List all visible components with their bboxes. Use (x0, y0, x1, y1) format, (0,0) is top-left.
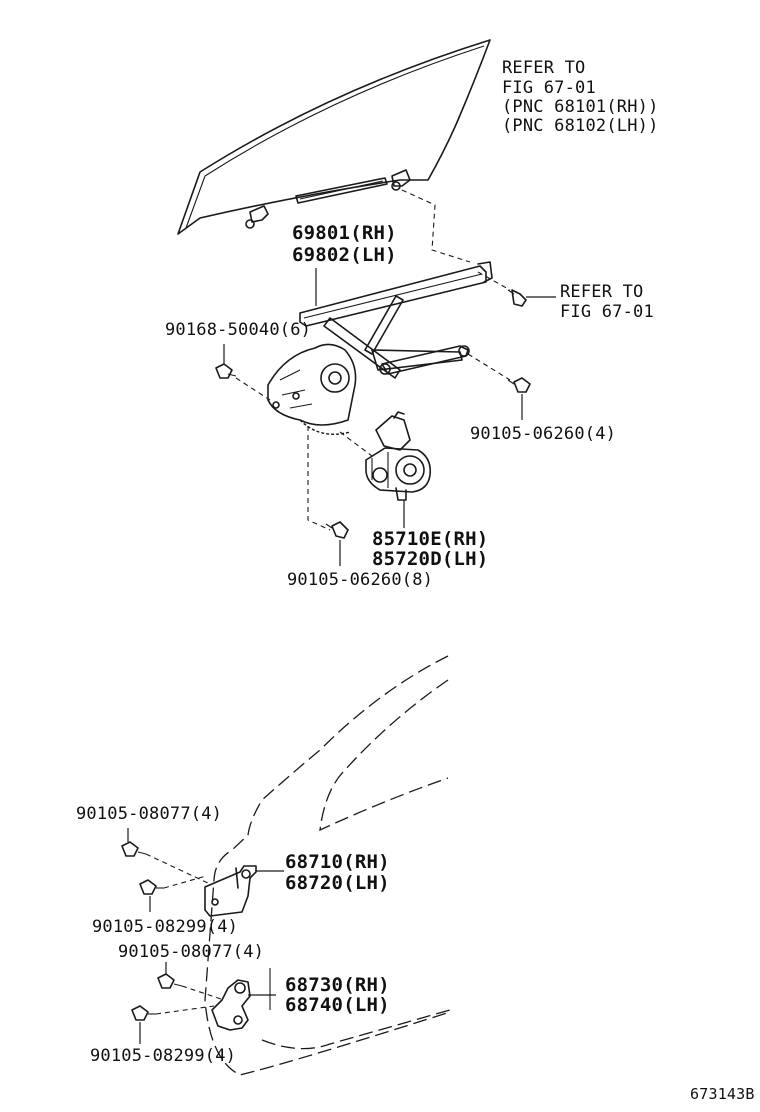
upper-hinge (204, 865, 257, 917)
bolt-08077-lower-icon (157, 973, 183, 989)
bolt-06260-8-label: 90105-06260(8) (287, 570, 434, 590)
hinge-upper-lh: 68720(LH) (285, 872, 390, 894)
bolt-08077-lower-label: 90105-08077(4) (118, 942, 265, 962)
refer-bolt-line-2: FIG 67-01 (560, 302, 654, 322)
motor-part-rh: 85710E(RH) (372, 528, 489, 550)
glass-to-regulator-dash (401, 189, 471, 263)
bolt-06260-8-icon (325, 521, 349, 539)
bolt-08077-upper-label: 90105-08077(4) (76, 804, 223, 824)
refer-glass-line-1: REFER TO (502, 58, 586, 78)
bolt-06260-4-icon (507, 377, 531, 393)
refer-glass-line-2: FIG 67-01 (502, 78, 596, 98)
bolt-08299-lower-label: 90105-08299(4) (90, 1046, 237, 1066)
regulator-part-lh: 69802(LH) (292, 244, 397, 266)
motor-part-lh: 85720D(LH) (372, 548, 489, 570)
lower-hinge (211, 979, 251, 1031)
door-glass (177, 39, 491, 235)
refer-bolt-line-1: REFER TO (560, 282, 644, 302)
body-outline (204, 655, 451, 1076)
figure-id: 673143B (690, 1085, 755, 1103)
refer-glass-line-3: (PNC 68101(RH)) (502, 97, 659, 117)
hinge-lower-lh: 68740(LH) (285, 994, 390, 1016)
bolt-08299-upper-label: 90105-08299(4) (92, 917, 239, 937)
window-regulator (267, 261, 493, 435)
regulator-part-rh: 69801(RH) (292, 222, 397, 244)
refer-glass-line-4: (PNC 68102(LH)) (502, 116, 659, 136)
hinge-lower-rh: 68730(RH) (285, 974, 390, 996)
bolt-90168-icon (215, 363, 237, 379)
bolt-06260-4-label: 90105-06260(4) (470, 424, 617, 444)
bolt-08299-upper-icon (139, 879, 164, 895)
bolt-90168-label: 90168-50040(6) (165, 320, 312, 340)
bolt-08077-upper-icon (121, 841, 147, 857)
window-motor (365, 411, 432, 501)
bolt-refer-icon (507, 289, 527, 307)
bolt-08299-lower-icon (131, 1005, 156, 1021)
hinge-upper-rh: 68710(RH) (285, 851, 390, 873)
